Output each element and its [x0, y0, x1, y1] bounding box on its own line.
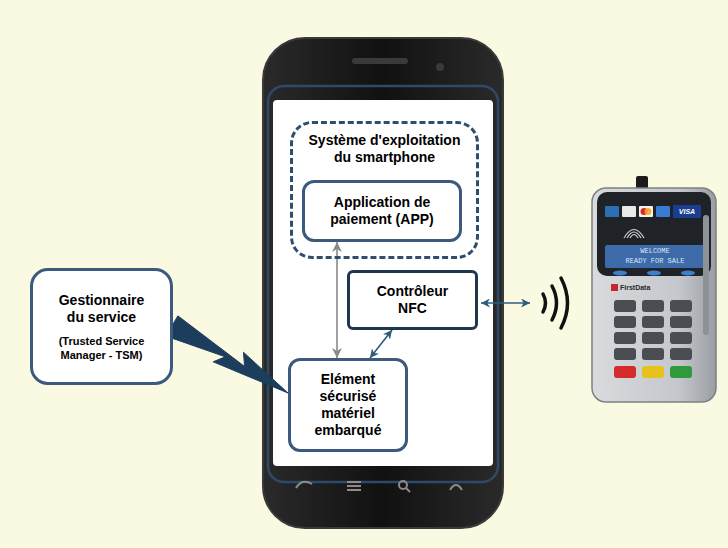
terminal-button [647, 271, 661, 276]
enter-key [670, 366, 692, 378]
terminal-screen [605, 245, 705, 268]
card-logo [656, 206, 670, 217]
phone-speaker [352, 58, 408, 64]
key [614, 332, 636, 344]
connector-arrow [336, 242, 338, 358]
wave-arc [552, 286, 557, 320]
key [642, 300, 664, 312]
terminal-button [613, 271, 627, 276]
visa-logo [673, 205, 701, 218]
key [670, 348, 692, 360]
terminal-body [592, 188, 716, 402]
search-handle [406, 488, 410, 492]
card-logo [605, 206, 619, 217]
node-title: Elément sécurisé matériel embarqué [301, 371, 395, 439]
side-grip [703, 215, 709, 335]
screen-text: WELCOME [605, 246, 705, 256]
search-icon [399, 481, 407, 489]
wave-arc [627, 232, 641, 238]
nfc-link-arrow [481, 302, 530, 304]
service-box: Gestionnaire du service (Trusted Service … [30, 268, 173, 385]
node-title: Contrôleur NFC [370, 283, 455, 317]
wave-arc [543, 294, 546, 312]
back-icon [296, 482, 312, 488]
terminal-button [681, 271, 695, 276]
home-icon [347, 482, 361, 490]
menu-icon [450, 485, 462, 490]
key [670, 300, 692, 312]
key [670, 332, 692, 344]
key [670, 316, 692, 328]
connector-arrow [370, 330, 392, 358]
wave-arc [561, 278, 568, 328]
brand-mark [611, 284, 618, 291]
key [614, 316, 636, 328]
node-title: Système d'exploitation du smartphone [305, 132, 464, 166]
key [614, 348, 636, 360]
key [642, 348, 664, 360]
radio-waves [543, 278, 568, 328]
key [642, 332, 664, 344]
contactless-symbol [624, 230, 644, 239]
os-region: Système d'exploitation du smartphoneAppl… [290, 121, 479, 259]
node-subtitle: (Trusted Service Manager - TSM) [43, 334, 160, 362]
process-box: Application de paiement (APP) [302, 180, 462, 242]
phone-screen [273, 100, 493, 466]
payment-terminal [592, 176, 716, 402]
process-box: Contrôleur NFC [347, 270, 478, 330]
phone-camera [436, 63, 444, 71]
keypad [614, 300, 692, 360]
card-logo [622, 206, 636, 217]
smartphone [263, 38, 503, 528]
screen-frame [268, 86, 498, 482]
brand-logo: FirstData [620, 283, 670, 292]
brand-logo: VISA [673, 206, 701, 217]
node-title: Application de paiement (APP) [311, 194, 453, 228]
clear-key [642, 366, 664, 378]
wave-arc [630, 235, 638, 239]
card-logo [639, 206, 653, 217]
screen-text: READY FOR SALE [605, 256, 705, 266]
key [642, 316, 664, 328]
node-title: Gestionnaire du service [52, 292, 152, 326]
cancel-key [614, 366, 636, 378]
wireless-bolt [166, 316, 288, 393]
wave-arc [624, 230, 644, 239]
key [614, 300, 636, 312]
phone-body [263, 38, 503, 528]
terminal-head [597, 192, 711, 276]
card-logo-dot [645, 208, 652, 215]
process-box: Elément sécurisé matériel embarqué [288, 358, 408, 452]
